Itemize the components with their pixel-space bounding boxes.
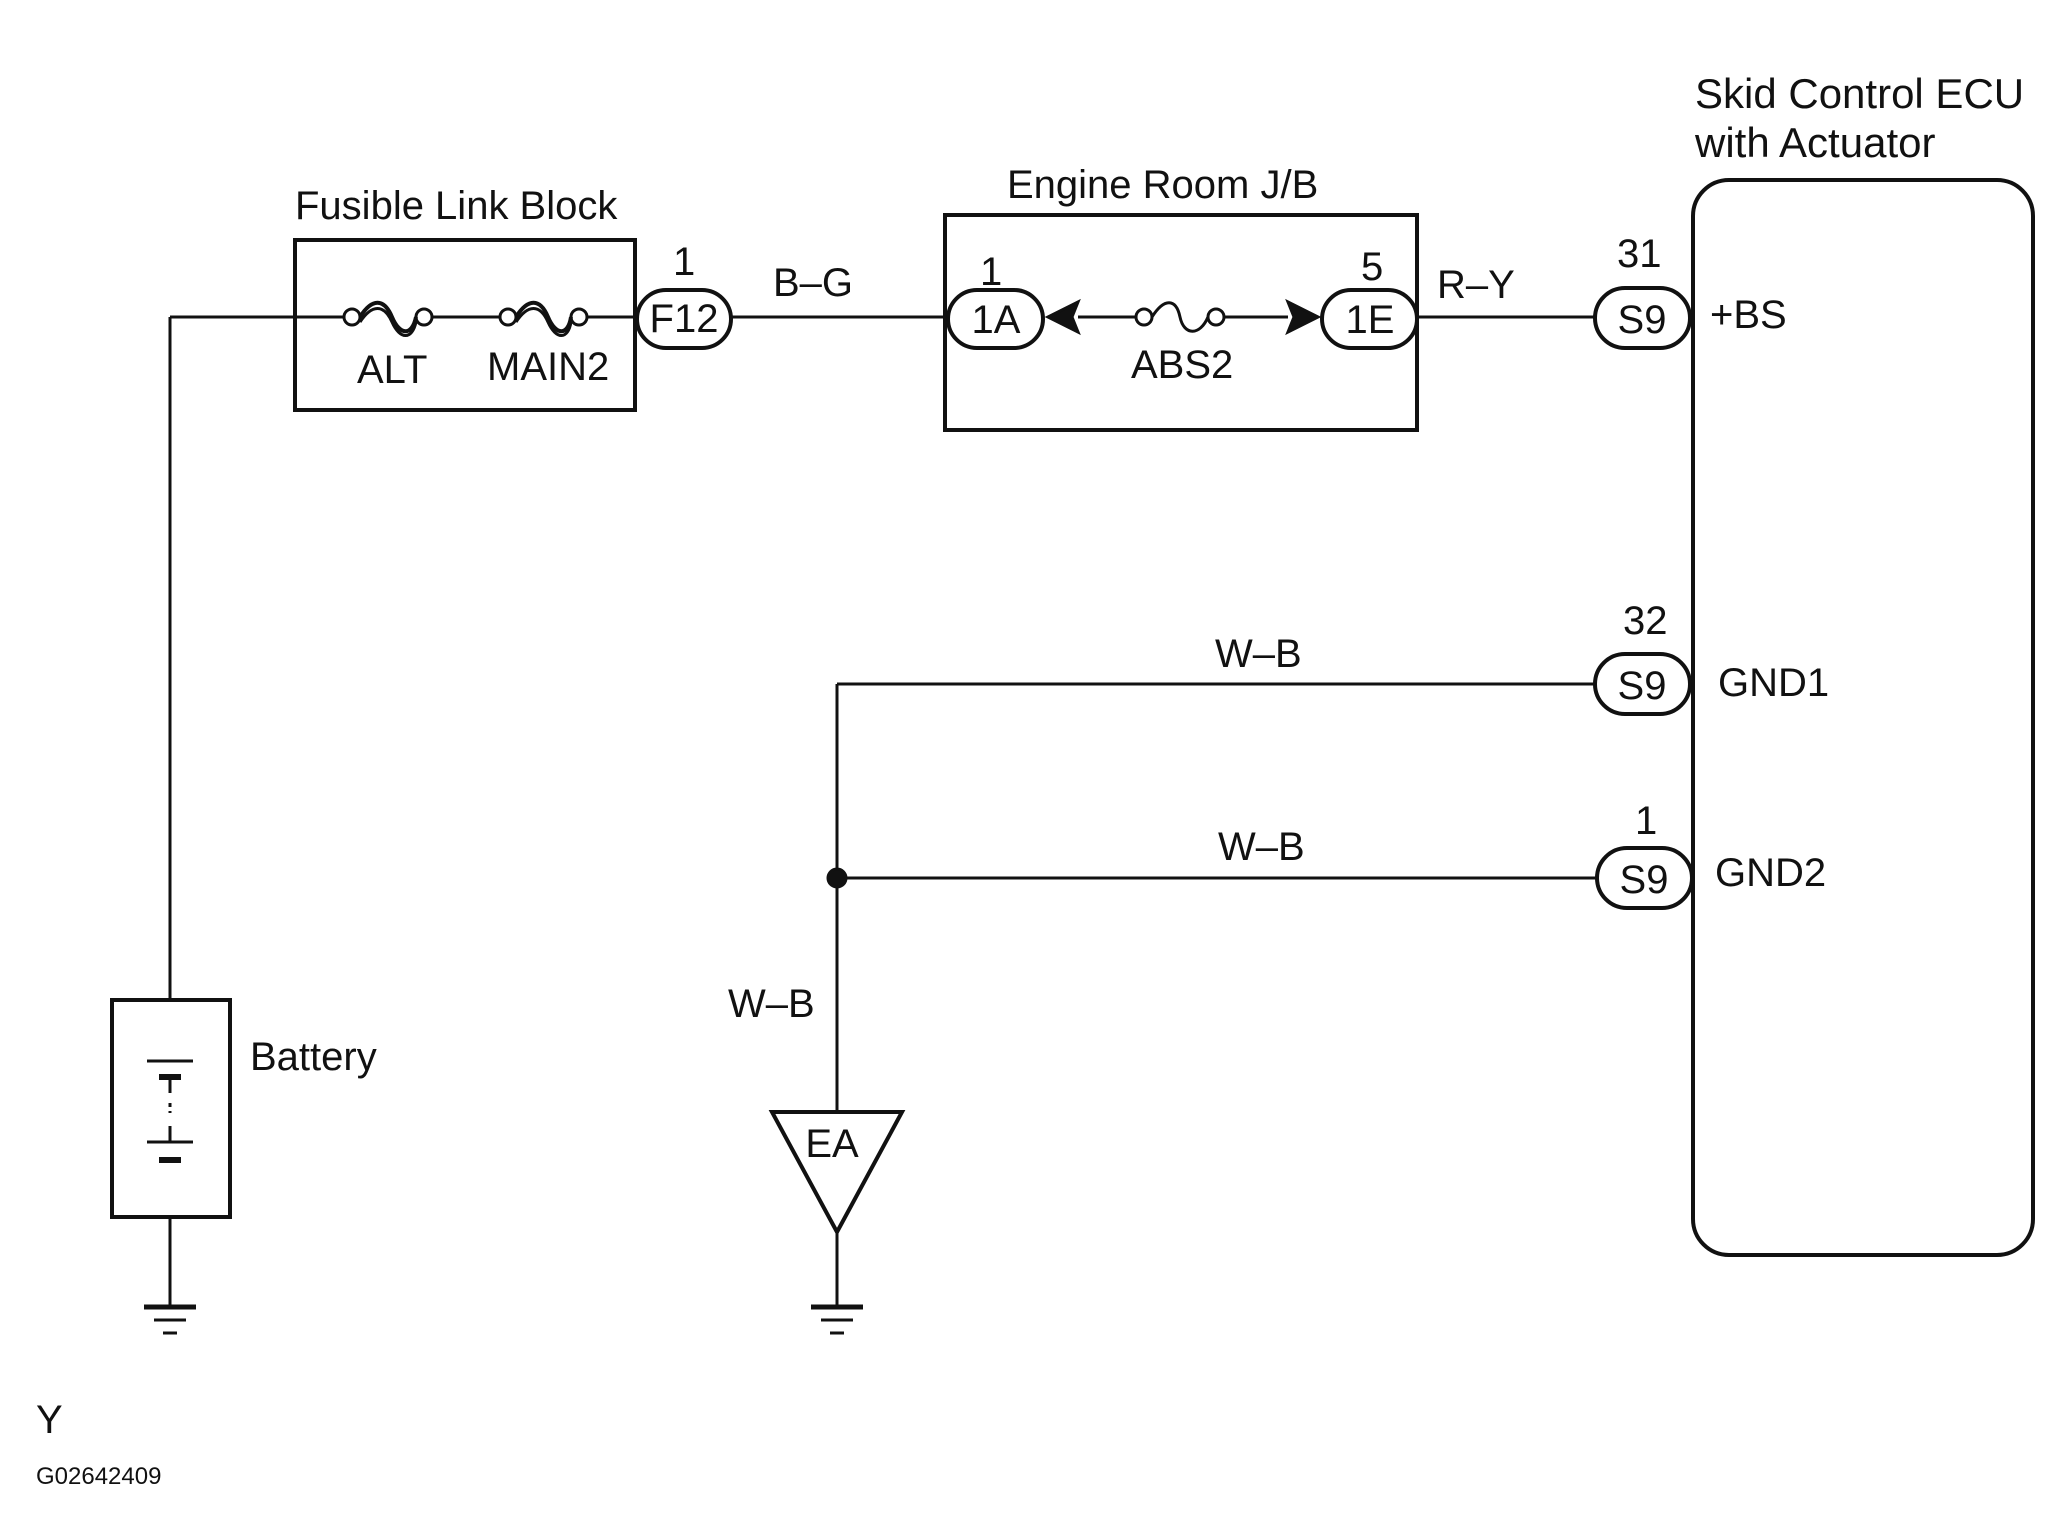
- wire-r-y-label: R–Y: [1437, 263, 1515, 307]
- fusible-link-block: [170, 238, 733, 412]
- wire-w-b-gnd1-label: W–B: [1215, 632, 1302, 676]
- ground-point-ea-label: EA: [805, 1122, 859, 1166]
- wire-w-b-gnd2-label: W–B: [1218, 825, 1305, 869]
- f12-connector-label: F12: [650, 297, 719, 341]
- left-terminal-arrow-icon: [1044, 298, 1081, 336]
- connector-1e: [1320, 288, 1419, 350]
- ecu-title-line2: with Actuator: [1694, 119, 1935, 166]
- connector-1a: [946, 288, 1045, 350]
- fusible-link-block-title: Fusible Link Block: [295, 184, 618, 228]
- abs2-fuse-icon: [1134, 301, 1226, 333]
- 1e-pin-label: 5: [1361, 245, 1383, 289]
- right-terminal-arrow-icon: [1285, 298, 1322, 336]
- ground-symbol-ea-icon: [811, 1304, 863, 1335]
- connector-s9-31: [1593, 286, 1692, 350]
- abs2-label: ABS2: [1131, 343, 1233, 387]
- footer-letter: Y: [36, 1398, 63, 1442]
- wire-b-g-label: B–G: [773, 261, 853, 305]
- s9-1-connector-label: S9: [1620, 858, 1669, 902]
- 1a-connector-label: 1A: [972, 298, 1021, 342]
- 1e-connector-label: 1E: [1346, 298, 1395, 342]
- main2-label: MAIN2: [487, 345, 609, 389]
- ground-point-ea-icon: [768, 1110, 906, 1237]
- ecu-title-line1: Skid Control ECU: [1695, 70, 2024, 117]
- s9-31-pin-label: 31: [1617, 232, 1662, 276]
- signal-gnd2-label: GND2: [1715, 851, 1826, 895]
- ground-symbol-battery-icon: [144, 1304, 196, 1335]
- fusible-link-block-box: [293, 238, 637, 412]
- s9-31-connector-label: S9: [1618, 298, 1667, 342]
- s9-32-pin-label: 32: [1623, 599, 1668, 643]
- battery-label: Battery: [250, 1035, 377, 1079]
- battery-icon: [110, 998, 232, 1219]
- engine-room-jb: [943, 213, 1419, 432]
- connector-f12: [635, 288, 733, 350]
- s9-1-pin-label: 1: [1635, 799, 1657, 843]
- signal-bs-label: +BS: [1710, 293, 1787, 337]
- figure-id: G02642409: [36, 1463, 161, 1490]
- main2-fusible-link-icon: [498, 300, 589, 337]
- alt-fusible-link-icon: [342, 300, 434, 337]
- 1a-pin-label: 1: [980, 250, 1002, 294]
- alt-label: ALT: [357, 348, 427, 392]
- wire-w-b-vertical-label: W–B: [728, 982, 815, 1026]
- signal-gnd1-label: GND1: [1718, 661, 1829, 705]
- skid-control-ecu-box: [1691, 178, 2035, 1257]
- engine-room-jb-title: Engine Room J/B: [1007, 163, 1318, 207]
- s9-32-connector-label: S9: [1618, 664, 1667, 708]
- f12-pin-label: 1: [673, 240, 695, 284]
- splice-point: [826, 867, 848, 889]
